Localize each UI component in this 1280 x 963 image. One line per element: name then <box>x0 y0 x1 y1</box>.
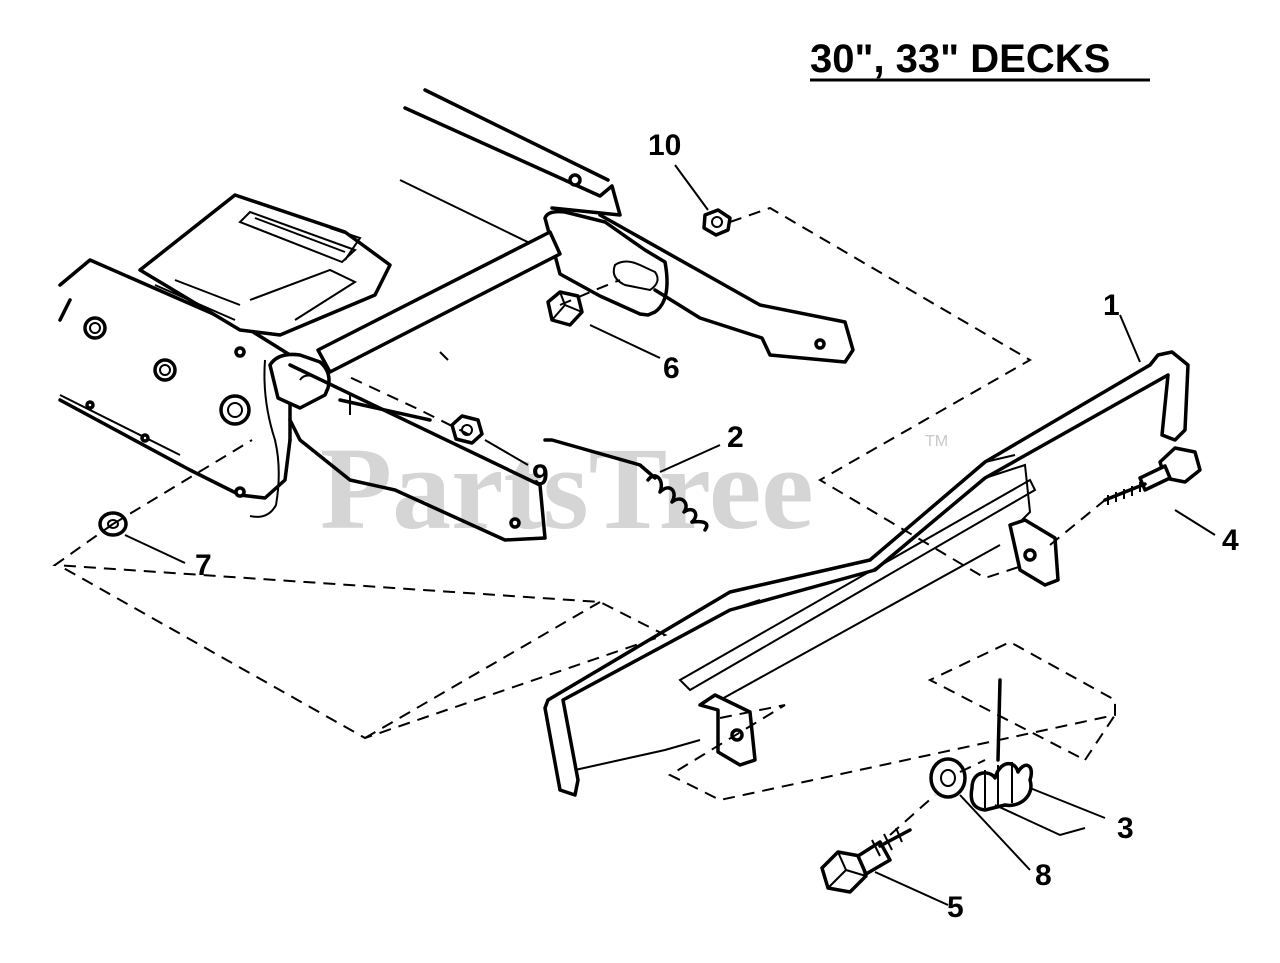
part-6-bolt <box>546 290 584 327</box>
diagram-title: 30", 33" DECKS <box>810 37 1110 81</box>
callout-5: 5 <box>947 891 964 924</box>
part-5-bolt <box>820 827 912 894</box>
part-10-nut <box>702 208 732 237</box>
part-8-washer <box>929 757 967 799</box>
left-lift-arm <box>249 352 547 542</box>
deck-plate <box>138 193 392 337</box>
rear-rod <box>338 395 432 422</box>
callout-7: 7 <box>195 549 212 582</box>
left-frame <box>58 258 292 500</box>
upper-lift-arm <box>543 209 855 364</box>
callout-4: 4 <box>1222 524 1239 557</box>
callout-8: 8 <box>1035 859 1052 892</box>
part-3-spring <box>969 678 1086 837</box>
callout-3: 3 <box>1117 812 1134 845</box>
watermark-trademark: TM <box>925 433 948 450</box>
callout-2: 2 <box>727 421 744 454</box>
callout-1: 1 <box>1103 289 1120 322</box>
callout-labels: 1 2 3 4 5 6 7 8 9 10 <box>195 129 1239 924</box>
part-4-bolt <box>1103 446 1202 505</box>
callout-9: 9 <box>532 459 549 492</box>
front-hanger-bracket <box>543 350 1190 797</box>
part-9-nut <box>450 414 484 445</box>
callout-leaders <box>124 164 1216 906</box>
callout-6: 6 <box>663 352 680 385</box>
upper-frame-rail <box>399 88 622 249</box>
part-2-spring <box>543 438 709 532</box>
cross-shaft <box>316 230 562 374</box>
assembly-guide-lines <box>52 206 1116 836</box>
callout-10: 10 <box>648 129 681 162</box>
